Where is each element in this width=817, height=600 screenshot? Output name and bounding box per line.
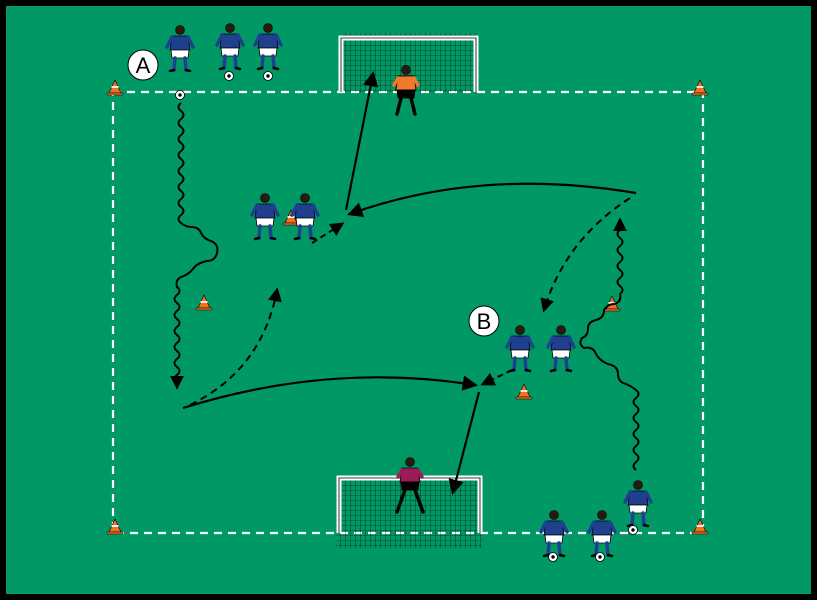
run-arrow (189, 287, 282, 406)
dribble-path-b (579, 217, 640, 471)
dribble-path-a (170, 102, 219, 390)
ball-icon (175, 90, 185, 100)
svg-text:A: A (136, 53, 151, 78)
shot-arrow (448, 391, 481, 495)
run-arrow (311, 222, 345, 244)
run-arrow (480, 369, 513, 386)
ball-icon (595, 552, 605, 562)
svg-text:B: B (477, 309, 492, 334)
run-arrow (540, 197, 631, 313)
ball-icon (548, 552, 558, 562)
shot-arrow (344, 70, 379, 211)
goalkeeper-icon (395, 457, 425, 514)
pass-arrow (347, 182, 637, 218)
ball-icon (628, 525, 638, 535)
ball-icon (263, 71, 273, 81)
pass-arrow (182, 375, 479, 410)
group-b-label: B (468, 305, 500, 337)
ball-icon (224, 71, 234, 81)
goalkeeper-icon (392, 65, 420, 116)
group-a-label: A (127, 49, 159, 81)
